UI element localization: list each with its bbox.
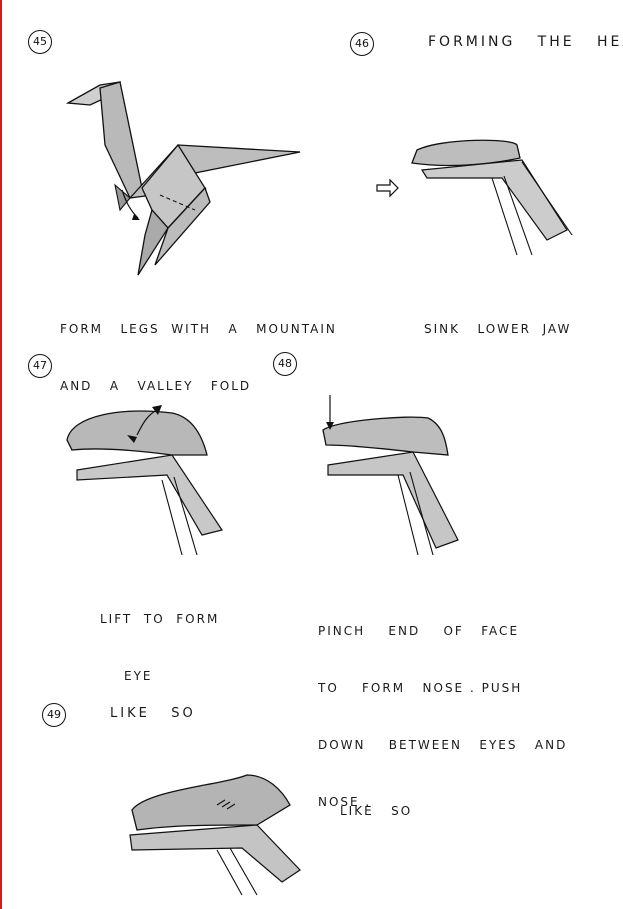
head-figure-final: [129, 774, 301, 896]
dinosaur-figure: [65, 81, 301, 276]
caption-line: PINCH END OF FACE: [318, 624, 520, 638]
section-heading: FORMING THE HEAD: [428, 34, 623, 50]
step-48-caption: PINCH END OF FACE TO FORM NOSE . PUSH DO…: [318, 584, 567, 850]
margin-line: [0, 0, 2, 909]
head-figure-sink: [376, 139, 573, 256]
head-figure-eye: [66, 405, 223, 556]
step-49-caption: LIKE SO: [340, 764, 412, 859]
caption-line: LIKE SO: [340, 804, 413, 818]
head-figure-nose: [322, 395, 459, 556]
step-46-number: 46: [350, 32, 374, 56]
step-49-number: 49: [42, 703, 66, 727]
caption-line: NOSE .: [318, 795, 372, 809]
step-48-number: 48: [273, 352, 297, 376]
caption-line: AND A VALLEY FOLD: [60, 379, 252, 393]
caption-line: FORM LEGS WITH A MOUNTAIN: [60, 322, 337, 336]
caption-line: SINK LOWER JAW: [424, 322, 572, 336]
caption-line: DOWN BETWEEN EYES AND: [318, 738, 568, 752]
step-45-caption: FORM LEGS WITH A MOUNTAIN AND A VALLEY F…: [60, 282, 337, 434]
step-46-caption: SINK LOWER JAW: [424, 282, 571, 377]
caption-line: EYE: [124, 669, 153, 683]
step-49-heading: LIKE SO: [110, 706, 196, 721]
step-47-caption: LIFT TO FORM EYE: [100, 572, 219, 724]
caption-line: LIFT TO FORM: [100, 612, 220, 626]
step-45-number: 45: [28, 30, 52, 54]
step-47-number: 47: [28, 354, 52, 378]
caption-line: TO FORM NOSE . PUSH: [318, 681, 523, 695]
